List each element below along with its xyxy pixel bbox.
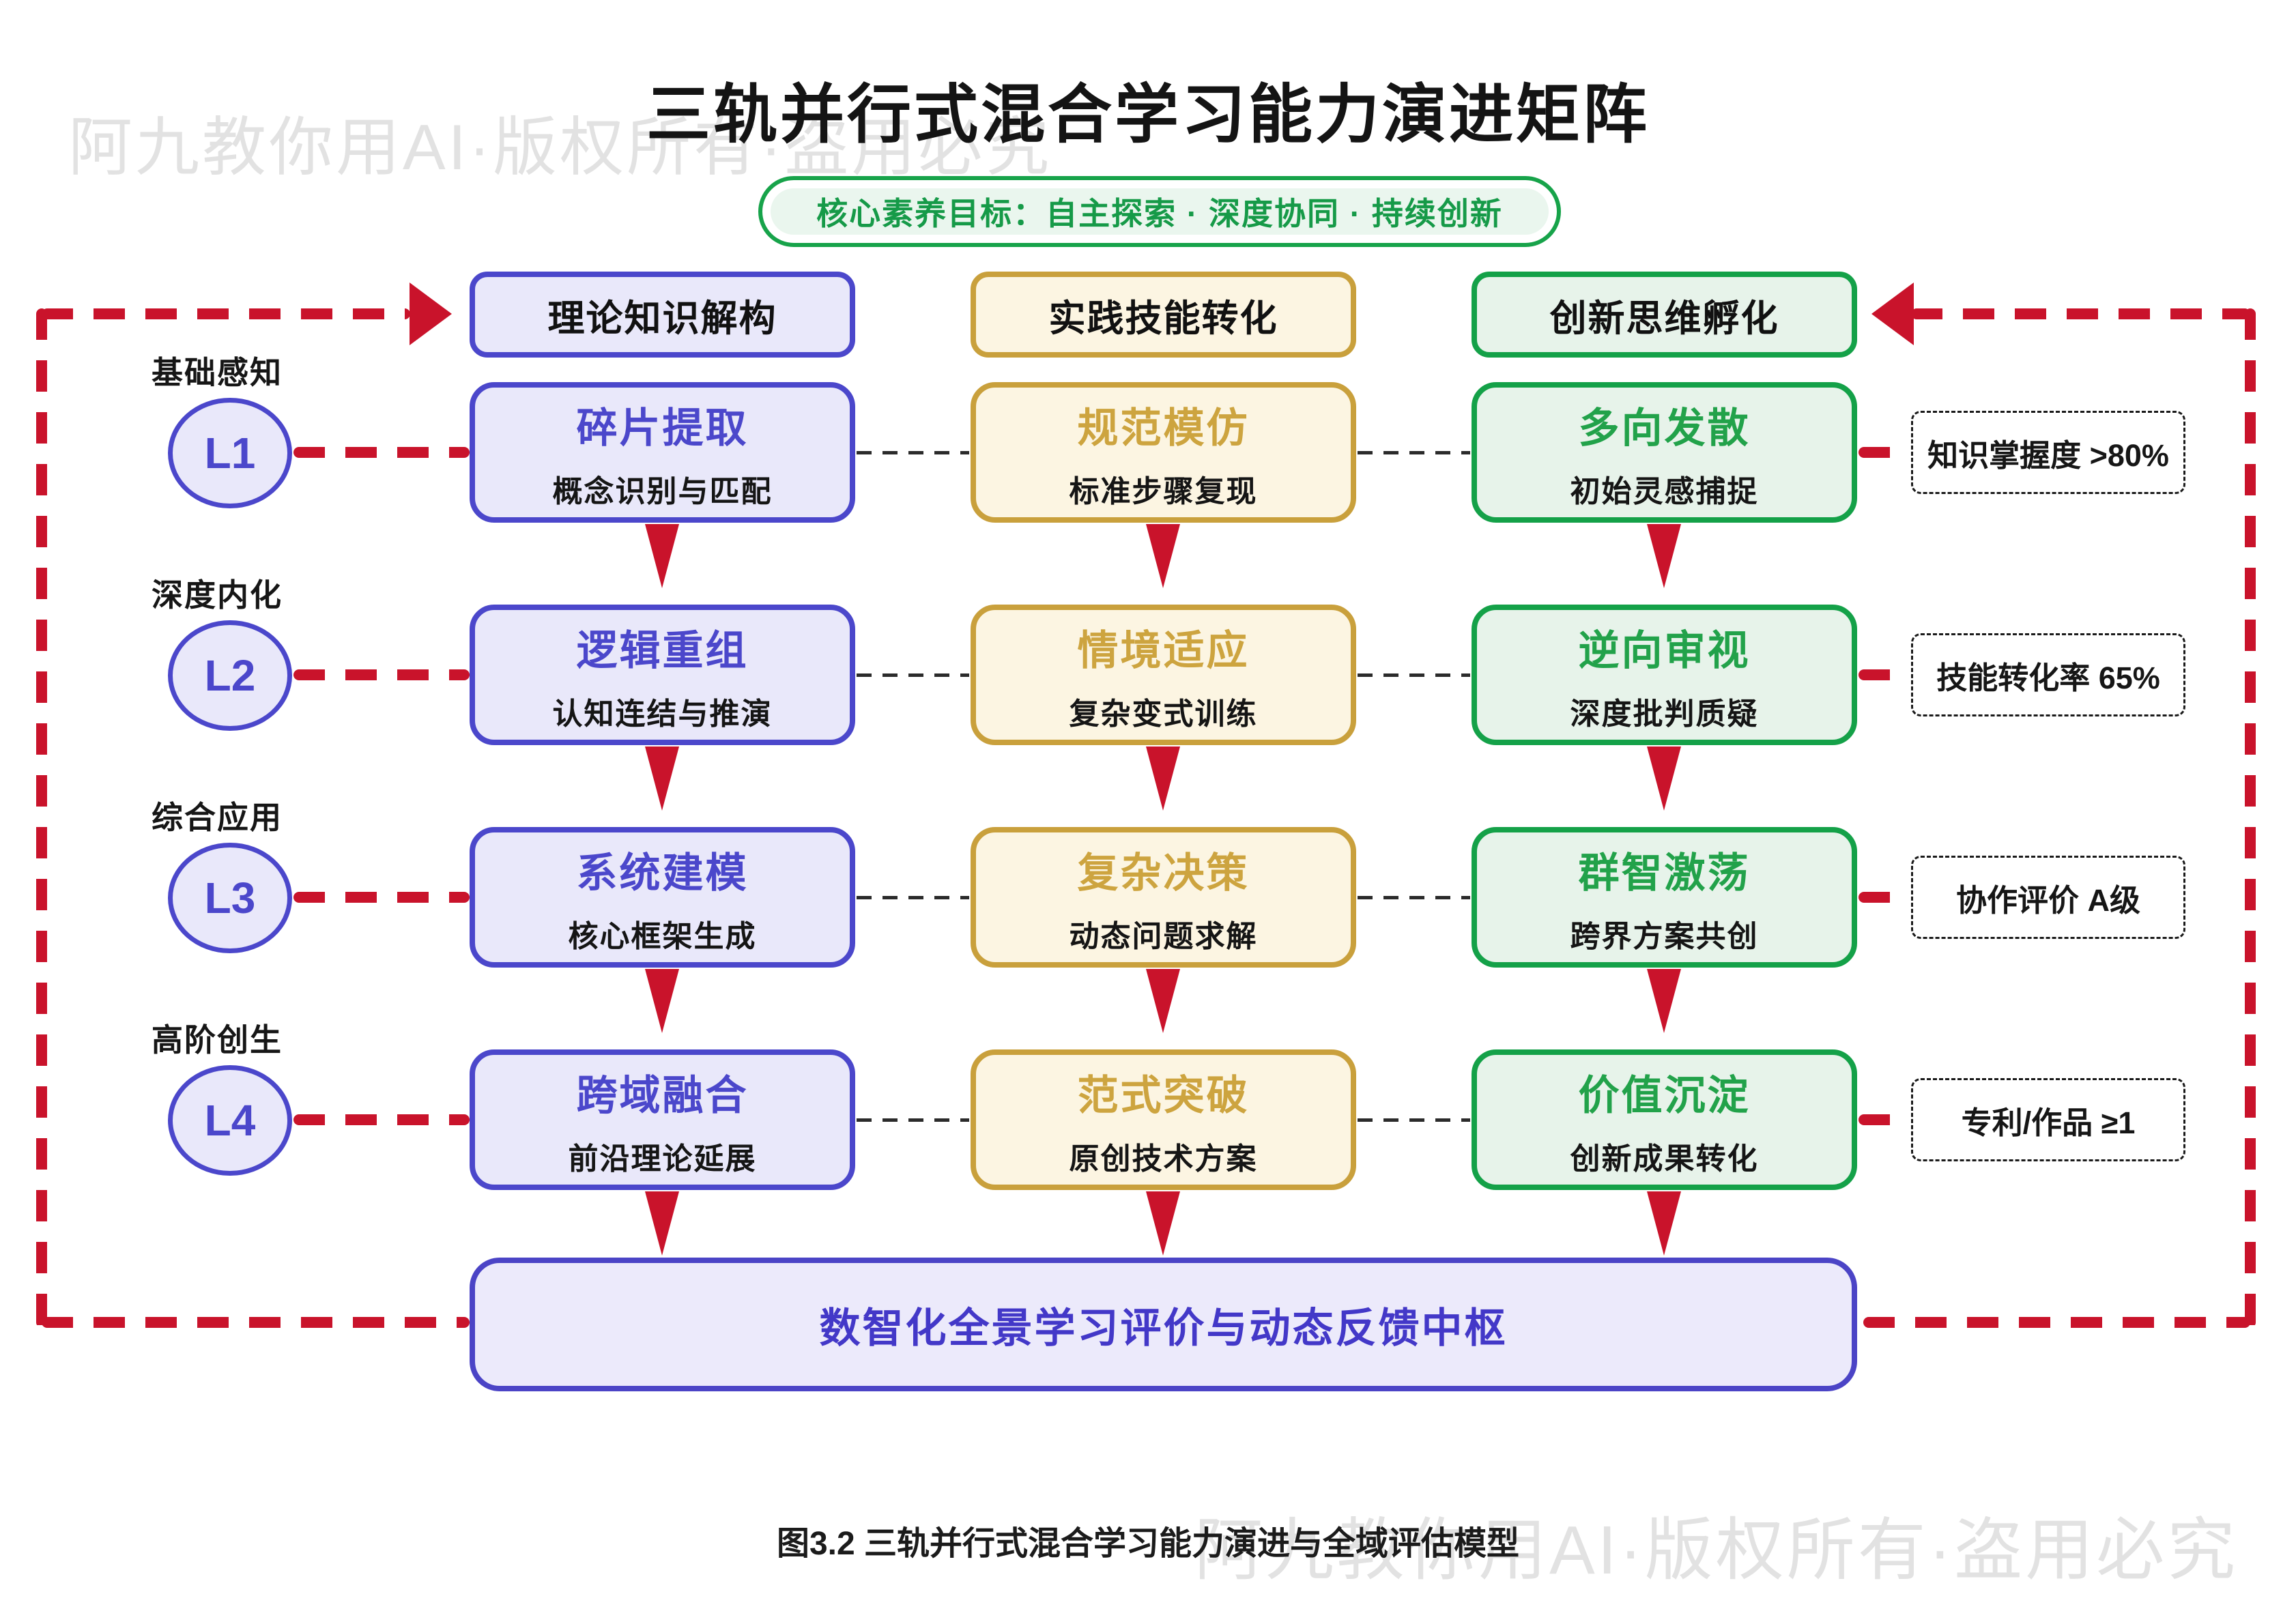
level-label-l3: 综合应用 — [152, 800, 283, 835]
track-header-theory: 理论知识解构 — [470, 272, 855, 358]
cell-subtitle: 核心框架生成 — [568, 919, 757, 953]
cell-title: 规范模仿 — [1077, 405, 1250, 451]
cell-subtitle: 原创技术方案 — [1069, 1142, 1258, 1176]
goal-pill: 核心素养目标：自主探索 · 深度协同 · 持续创新 — [758, 176, 1561, 247]
feedback-line-top-right — [1911, 308, 2250, 319]
level-connector-l3 — [293, 892, 470, 903]
cell-title: 复杂决策 — [1077, 850, 1250, 896]
cell-connector — [1358, 673, 1470, 677]
down-arrow-icon — [1146, 969, 1180, 1033]
metric-box-l2: 技能转化率 65% — [1911, 633, 2185, 716]
track-header-practice: 实践技能转化 — [971, 272, 1356, 358]
down-arrow-icon — [645, 1191, 679, 1256]
figure-caption: 图3.2 三轨并行式混合学习能力演进与全域评估模型 — [776, 1526, 1520, 1562]
cell-title: 范式突破 — [1077, 1072, 1250, 1118]
down-arrow-icon — [1146, 1191, 1180, 1256]
feedback-line-bottom-right — [1863, 1317, 2250, 1328]
cell-subtitle: 初始灵感捕捉 — [1570, 474, 1759, 508]
arrowhead-right-icon — [410, 282, 452, 345]
cell-title: 逻辑重组 — [576, 627, 749, 673]
feedback-line-left — [36, 308, 47, 1328]
cell-subtitle: 创新成果转化 — [1570, 1142, 1759, 1176]
metric-connector-l4 — [1859, 1114, 1910, 1125]
cell-title: 多向发散 — [1578, 405, 1751, 451]
down-arrow-icon — [1647, 969, 1681, 1033]
cell-subtitle: 动态问题求解 — [1069, 919, 1258, 953]
diagram-title: 三轨并行式混合学习能力演进矩阵 — [646, 78, 1650, 150]
down-arrow-icon — [1647, 524, 1681, 588]
down-arrow-icon — [1146, 746, 1180, 811]
cell-connector — [1358, 1118, 1470, 1122]
cell-l3-theory: 系统建模 核心框架生成 — [470, 827, 855, 968]
level-circle-l3: L3 — [168, 843, 292, 953]
watermark-top: 阿九教你用AI·版权所有·盗用必究 — [68, 111, 1052, 183]
cell-title: 价值沉淀 — [1578, 1072, 1751, 1118]
cell-title: 跨域融合 — [576, 1072, 749, 1118]
cell-l4-innovation: 价值沉淀 创新成果转化 — [1472, 1049, 1857, 1190]
level-connector-l4 — [293, 1114, 470, 1125]
feedback-line-right — [2245, 308, 2256, 1328]
cell-connector — [1358, 451, 1470, 454]
cell-subtitle: 前沿理论延展 — [568, 1142, 757, 1176]
cell-title: 情境适应 — [1077, 627, 1250, 673]
level-circle-l4: L4 — [168, 1065, 292, 1176]
metric-connector-l1 — [1859, 447, 1910, 458]
cell-title: 群智激荡 — [1578, 850, 1751, 896]
cell-title: 系统建模 — [576, 850, 749, 896]
cell-l2-practice: 情境适应 复杂变式训练 — [971, 605, 1356, 745]
watermark-bottom: 阿九教你用AI·版权所有·盗用必究 — [1194, 1512, 2239, 1589]
cell-title: 逆向审视 — [1578, 627, 1751, 673]
cell-connector — [1358, 896, 1470, 899]
cell-connector — [857, 1118, 969, 1122]
down-arrow-icon — [645, 746, 679, 811]
cell-l1-innovation: 多向发散 初始灵感捕捉 — [1472, 382, 1857, 523]
track-header-innovation: 创新思维孵化 — [1472, 272, 1857, 358]
cell-connector — [857, 673, 969, 677]
cell-subtitle: 标准步骤复现 — [1069, 474, 1258, 508]
down-arrow-icon — [1647, 1191, 1681, 1256]
cell-title: 碎片提取 — [576, 405, 749, 451]
cell-subtitle: 深度批判质疑 — [1570, 697, 1759, 731]
cell-subtitle: 复杂变式训练 — [1069, 697, 1258, 731]
cell-subtitle: 认知连结与推演 — [552, 697, 773, 731]
metric-box-l1: 知识掌握度 >80% — [1911, 411, 2185, 494]
cell-l1-practice: 规范模仿 标准步骤复现 — [971, 382, 1356, 523]
level-circle-l1: L1 — [168, 398, 292, 508]
cell-l3-innovation: 群智激荡 跨界方案共创 — [1472, 827, 1857, 968]
level-label-l4: 高阶创生 — [152, 1022, 283, 1058]
cell-subtitle: 概念识别与匹配 — [552, 474, 773, 508]
feedback-line-top-left — [42, 308, 410, 319]
metric-connector-l2 — [1859, 669, 1910, 680]
metric-box-l4: 专利/作品 ≥1 — [1911, 1078, 2185, 1161]
metric-box-l3: 协作评价 A级 — [1911, 856, 2185, 939]
level-label-l1: 基础感知 — [152, 355, 283, 390]
cell-l3-practice: 复杂决策 动态问题求解 — [971, 827, 1356, 968]
cell-l2-theory: 逻辑重组 认知连结与推演 — [470, 605, 855, 745]
cell-l4-theory: 跨域融合 前沿理论延展 — [470, 1049, 855, 1190]
cell-l2-innovation: 逆向审视 深度批判质疑 — [1472, 605, 1857, 745]
feedback-line-bottom-left — [42, 1317, 470, 1328]
cell-connector — [857, 451, 969, 454]
down-arrow-icon — [1647, 746, 1681, 811]
cell-connector — [857, 896, 969, 899]
down-arrow-icon — [1146, 524, 1180, 588]
cell-l1-theory: 碎片提取 概念识别与匹配 — [470, 382, 855, 523]
arrowhead-left-icon — [1871, 282, 1914, 345]
level-circle-l2: L2 — [168, 620, 292, 731]
hub-box: 数智化全景学习评价与动态反馈中枢 — [470, 1258, 1857, 1391]
cell-subtitle: 跨界方案共创 — [1570, 919, 1759, 953]
cell-l4-practice: 范式突破 原创技术方案 — [971, 1049, 1356, 1190]
down-arrow-icon — [645, 524, 679, 588]
down-arrow-icon — [645, 969, 679, 1033]
metric-connector-l3 — [1859, 892, 1910, 903]
level-connector-l2 — [293, 669, 470, 680]
level-label-l2: 深度内化 — [152, 577, 283, 613]
level-connector-l1 — [293, 447, 470, 458]
